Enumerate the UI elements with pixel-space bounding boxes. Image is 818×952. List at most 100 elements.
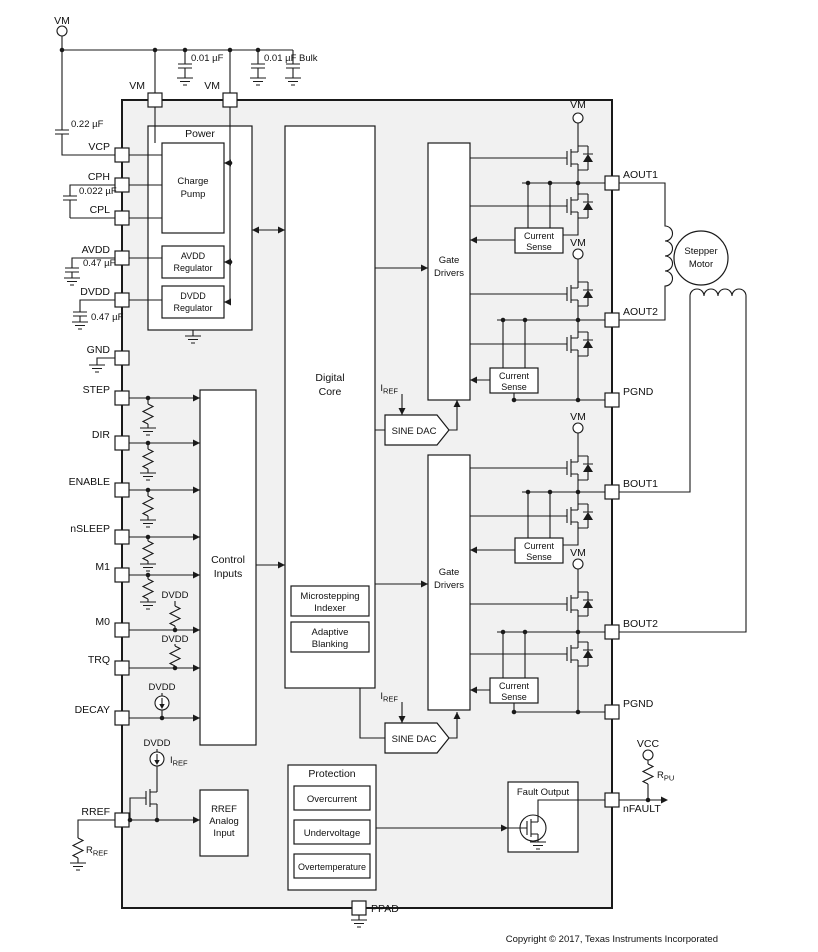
dvdd-regulator-label: DVDD — [180, 291, 206, 301]
stepper-motor-label: Stepper — [684, 246, 717, 257]
overcurrent-label: Overcurrent — [307, 794, 358, 805]
vm-terminal — [572, 248, 584, 260]
pin-label-bout1: BOUT1 — [623, 478, 658, 490]
charge-pump-label: Pump — [181, 189, 206, 200]
wire-gate-lines — [470, 157, 559, 655]
stepper-motor-circle — [673, 230, 729, 286]
control-inputs-label: Inputs — [214, 568, 243, 580]
pin-label-aout2: AOUT2 — [623, 306, 658, 318]
copyright-text: Copyright © 2017, Texas Instruments Inco… — [506, 934, 718, 945]
pin-gnd — [114, 350, 130, 366]
pin-bout2 — [604, 624, 620, 640]
pin-trq — [114, 660, 130, 676]
gate-drivers-a-label: Drivers — [434, 268, 464, 279]
overtemperature-block — [293, 853, 371, 879]
capacitor-icon — [177, 63, 193, 69]
gate-drivers-a-label: Gate — [439, 255, 460, 266]
current-sense-label: Current — [524, 231, 555, 241]
current-sense-b2-block — [489, 677, 539, 704]
pin-vm-1 — [147, 92, 163, 108]
fault-output-block — [507, 781, 579, 853]
capacitor-icon — [62, 195, 78, 201]
vm-terminal — [56, 25, 68, 37]
sine-dac-a-label: SINE DAC — [392, 426, 437, 437]
ground-icon — [88, 364, 106, 373]
pin-label-avdd: AVDD — [82, 244, 111, 256]
rref-analog-input-label: RREF — [211, 804, 237, 815]
microstepping-label: Indexer — [314, 603, 346, 614]
vm-terminal — [572, 558, 584, 570]
pin-label-step: STEP — [83, 384, 110, 396]
current-sense-label: Current — [524, 541, 555, 551]
ground-icon — [69, 862, 87, 871]
ground-icon — [249, 77, 267, 86]
pin-label-vm2: VM — [204, 80, 220, 92]
resistor-icon — [642, 763, 654, 785]
current-sense-label: Current — [499, 371, 530, 381]
pin-dvdd — [114, 292, 130, 308]
current-sense-b1-block — [514, 537, 564, 564]
ground-icon — [71, 321, 89, 330]
current-sense-label: Sense — [526, 242, 552, 252]
pin-aout2 — [604, 312, 620, 328]
pin-vcp — [114, 147, 130, 163]
vm-label: VM — [570, 547, 586, 559]
pin-enable — [114, 482, 130, 498]
dvdd-regulator-label: Regulator — [173, 303, 212, 313]
charge-pump-label: Charge — [177, 176, 208, 187]
pin-nsleep — [114, 529, 130, 545]
pin-label-pgnd-a: PGND — [623, 386, 654, 398]
pin-m1 — [114, 567, 130, 583]
pin-label-rref: RREF — [81, 806, 110, 818]
pin-label-dir: DIR — [92, 429, 111, 441]
avdd-regulator-block — [161, 245, 225, 279]
current-sense-label: Sense — [501, 382, 527, 392]
control-inputs-label: Control — [211, 554, 245, 566]
junction-dots — [59, 47, 651, 823]
pin-label-m0: M0 — [95, 616, 110, 628]
iref-label: IREF — [380, 383, 398, 396]
capacitor-icon — [72, 311, 88, 317]
pin-cpl — [114, 210, 130, 226]
microstepping-label: Microstepping — [300, 591, 359, 602]
rref-analog-input-block — [199, 789, 249, 857]
pin-label-cpl: CPL — [90, 204, 111, 216]
overcurrent-block — [293, 785, 371, 811]
pin-label-m1: M1 — [95, 561, 110, 573]
vm-terminal — [572, 422, 584, 434]
pin-bout1 — [604, 484, 620, 500]
pin-ppad — [351, 900, 367, 916]
avdd-regulator-label: Regulator — [173, 263, 212, 273]
sine-dac-a-shape — [384, 414, 450, 446]
current-sense-label: Sense — [501, 692, 527, 702]
dvdd-label: DVDD — [144, 738, 171, 749]
pin-vm-2 — [222, 92, 238, 108]
pin-label-nfault: nFAULT — [623, 803, 661, 815]
current-sense-a1-block — [514, 227, 564, 254]
wire-motor-phase-a — [619, 182, 673, 321]
wire-rref-circuit — [77, 749, 158, 863]
pin-label-vm1: VM — [129, 80, 145, 92]
gate-drivers-b-block — [427, 454, 471, 711]
vm-terminal — [572, 112, 584, 124]
pin-label-bout2: BOUT2 — [623, 618, 658, 630]
wire-fault-nfault — [358, 760, 662, 920]
pin-step — [114, 390, 130, 406]
pin-label-cph: CPH — [88, 171, 110, 183]
control-inputs-block — [199, 389, 257, 746]
pin-nfault — [604, 792, 620, 808]
microstepping-indexer-block — [290, 585, 370, 617]
wire-motor-phase-b — [619, 288, 747, 633]
pin-dir — [114, 435, 130, 451]
charge-pump-block — [161, 142, 225, 234]
pin-label-trq: TRQ — [88, 654, 110, 666]
rpu-label: RPU — [657, 770, 674, 783]
pin-label-pgnd-b: PGND — [623, 698, 654, 710]
sine-dac-b-shape — [384, 722, 450, 754]
pin-cph — [114, 177, 130, 193]
vm-label: VM — [570, 411, 586, 423]
pin-rref — [114, 812, 130, 828]
pin-aout1 — [604, 175, 620, 191]
